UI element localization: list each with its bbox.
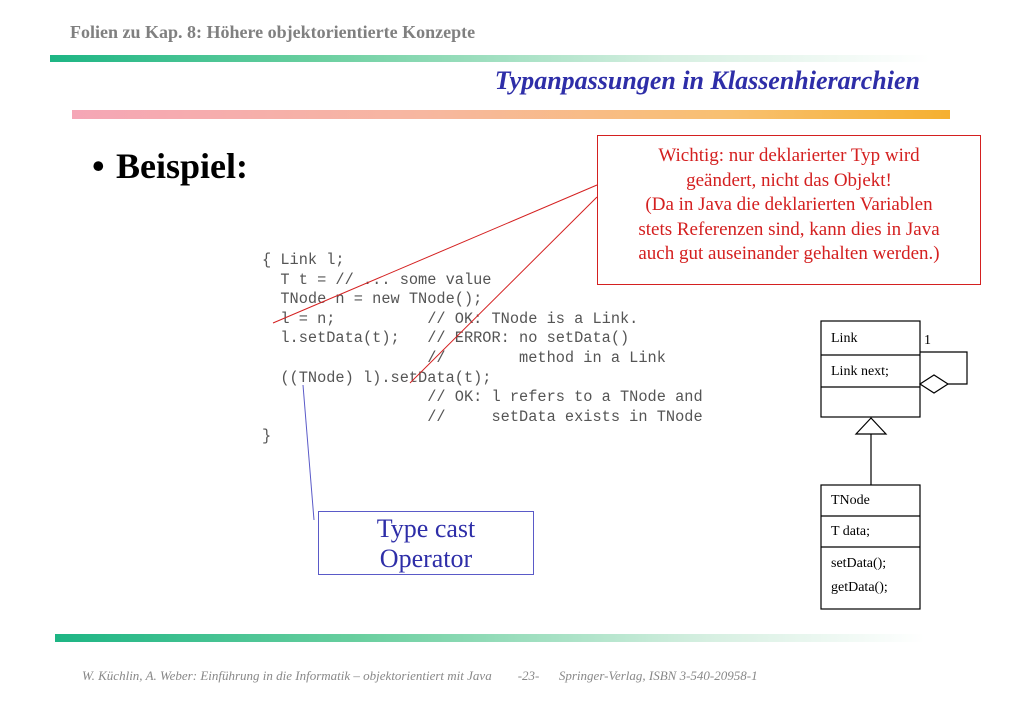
header-title: Folien zu Kap. 8: Höhere objektorientier… [70,22,476,42]
note-line: geändert, nicht das Objekt! [686,169,892,191]
note-connector-line-1 [272,184,598,324]
code-line: // method in a Link [262,348,666,367]
cast-connector-line [302,384,315,521]
note-line: stets Referenzen sind, kann dies in Java [638,218,940,240]
code-line: } [262,427,272,446]
code-line: ((TNode) l).setData(t); [262,368,492,387]
note-line: (Da in Java die deklarierten Variablen [645,194,933,215]
aggregation-diamond-icon [918,374,950,394]
bullet-text: Beispiel: [116,146,248,186]
code-line: T t = // ... some value [262,270,492,289]
bullet-item: • Beispiel: [92,145,248,187]
title-gradient-bar [72,110,950,119]
note-box: Wichtig: nur deklarierter Typ wird geänd… [597,135,981,285]
type-cast-label-line1: Type cast [376,514,476,543]
footer: W. Küchlin, A. Weber: Einführung in die … [82,668,758,684]
top-gradient-bar [50,55,930,62]
code-line: TNode n = new TNode(); [262,290,483,309]
note-connector-line-2 [409,196,598,384]
uml-inheritance-arrow [854,417,888,485]
code-line: l.setData(t); // ERROR: no setData() [262,329,630,348]
uml-link-attribute: Link next; [831,364,889,379]
footer-page: -23- [517,668,540,683]
uml-tnode-class [820,484,921,610]
footer-publisher: Springer-Verlag, ISBN 3-540-20958-1 [558,668,758,683]
code-line: l = n; // OK: TNode is a Link. [262,309,639,328]
inheritance-triangle-icon [854,417,888,435]
uml-multiplicity: 1 [924,333,931,348]
uml-tnode-method-getdata: getData(); [831,580,888,595]
uml-self-association [918,351,968,394]
uml-tnode-name: TNode [831,493,870,508]
uml-link-class [820,320,921,418]
code-line: // OK: l refers to a TNode and [262,388,703,407]
uml-link-name: Link [831,331,858,346]
code-line: { Link l; [262,251,345,269]
uml-tnode-method-setdata: setData(); [831,556,887,571]
note-line: auch gut auseinander gehalten werden.) [638,243,940,264]
bottom-gradient-bar [55,634,925,642]
slide-title: Typanpassungen in Klassenhierarchien [494,66,920,95]
bullet-dot: • [92,146,105,186]
code-block: { Link l; T t = // ... some value TNode … [262,251,703,447]
uml-tnode-attribute: T data; [831,524,871,539]
type-cast-label-box: Type cast Operator [318,511,534,575]
code-line: // setData exists in TNode [262,407,703,426]
note-line: Wichtig: nur deklarierter Typ wird [658,145,920,166]
footer-authors: W. Küchlin, A. Weber: Einführung in die … [82,668,492,683]
type-cast-label-line2: Operator [379,544,473,573]
